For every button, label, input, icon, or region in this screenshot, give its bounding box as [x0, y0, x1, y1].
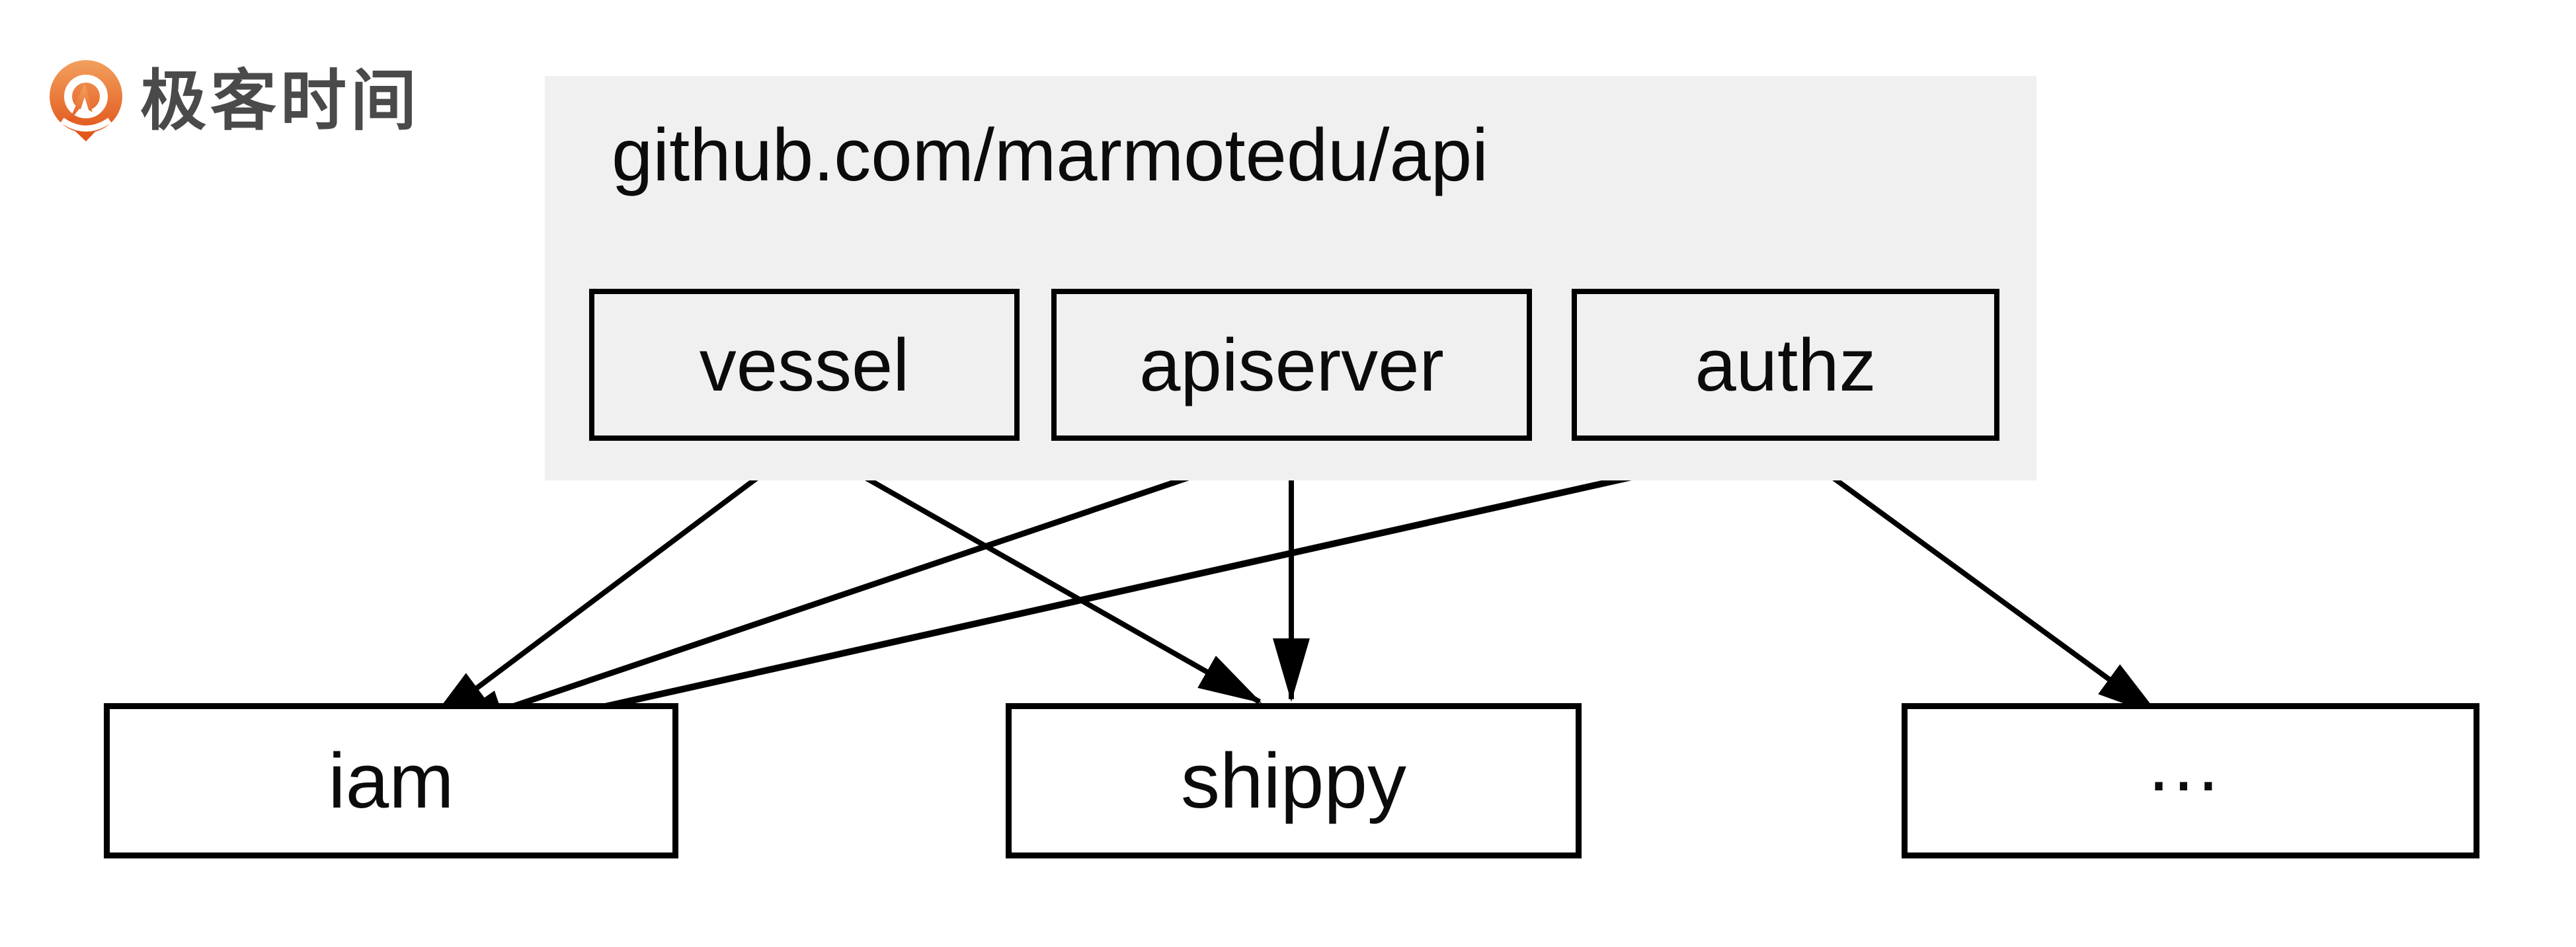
arrow-apiserver-iam	[433, 439, 1293, 736]
repo-title: github.com/marmotedu/api	[612, 114, 1489, 196]
arrow-authz-dots	[1783, 440, 2161, 718]
module-label: apiserver	[1139, 323, 1444, 406]
arrow-vessel-iam	[426, 440, 806, 727]
brand-text: 极客时间	[140, 64, 421, 138]
geektime-pin-icon	[50, 60, 122, 141]
module-label: vessel	[699, 323, 910, 406]
arrow-vessel-shippy	[803, 440, 1262, 704]
module-box-apiserver: apiserver	[1051, 289, 1532, 441]
module-box-authz: authz	[1572, 289, 1999, 441]
arrow-authz-iam	[445, 439, 1787, 748]
module-box-vessel: vessel	[589, 289, 1020, 441]
project-box-shippy: shippy	[1006, 703, 1582, 858]
geektime-logo: 极客时间	[46, 59, 421, 143]
project-box-others: …	[1902, 703, 2479, 858]
project-label: iam	[328, 737, 454, 825]
repo-group-panel: github.com/marmotedu/api vessel apiserve…	[545, 76, 2036, 480]
project-label: shippy	[1180, 737, 1407, 825]
project-label: …	[2144, 720, 2237, 808]
project-box-iam: iam	[104, 703, 678, 858]
module-label: authz	[1695, 323, 1876, 406]
